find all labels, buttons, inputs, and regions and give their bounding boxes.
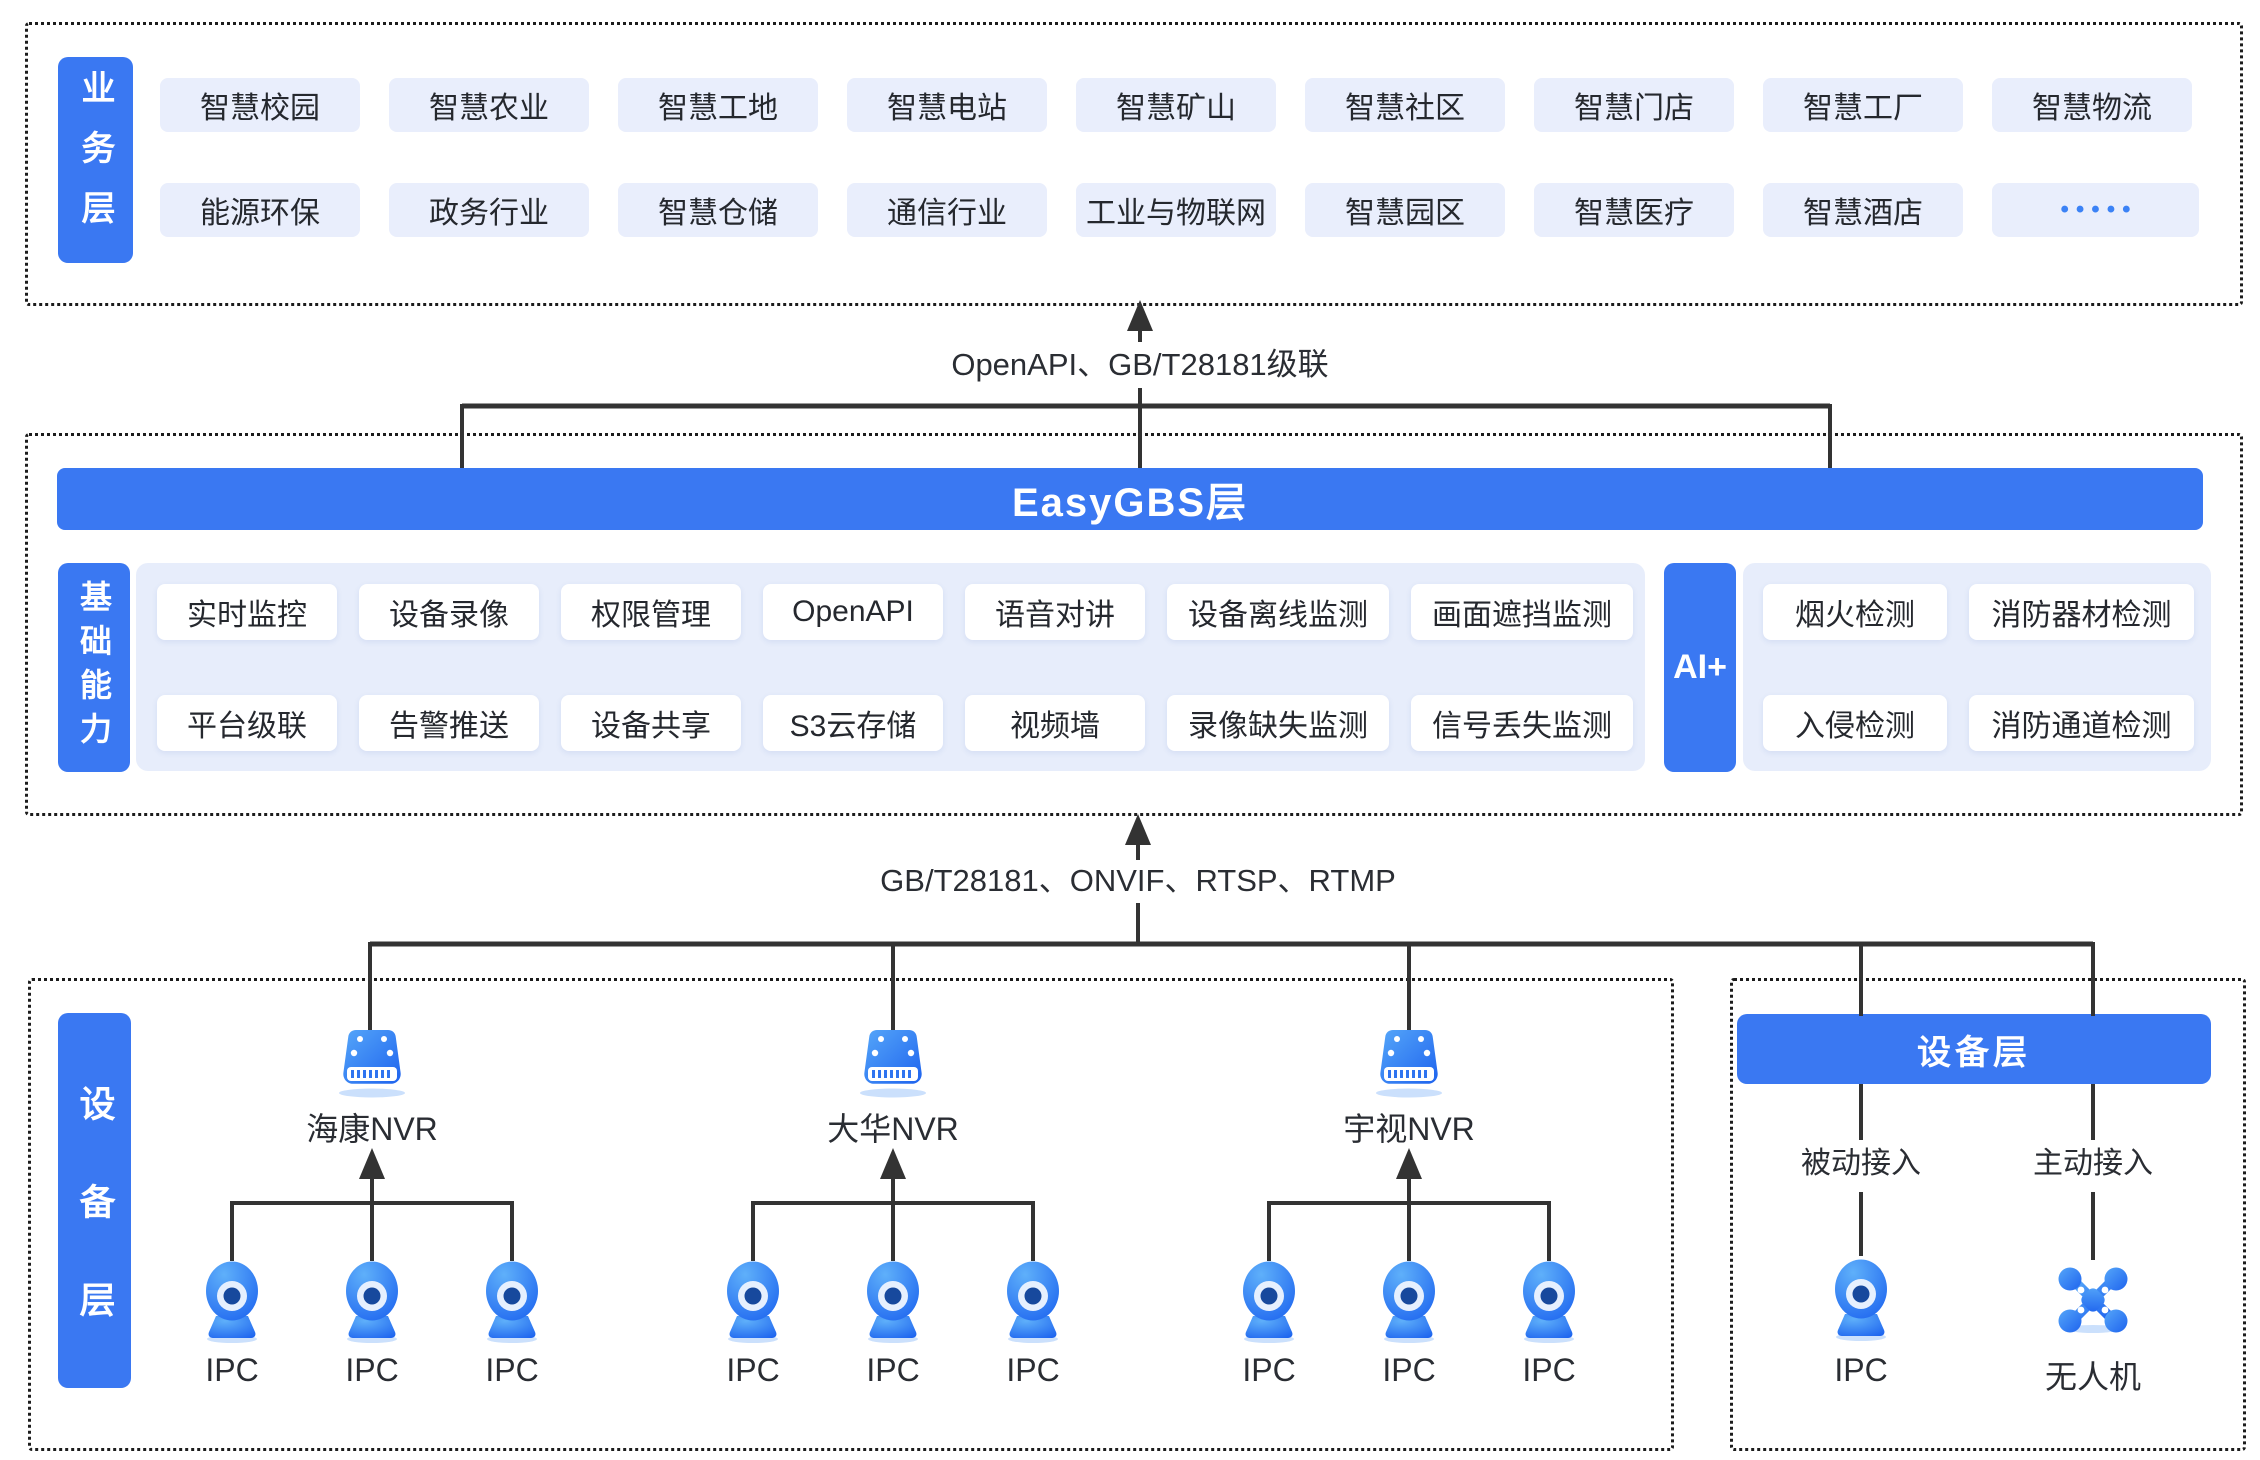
ipc-label: IPC bbox=[345, 1352, 399, 1388]
device-layer-banner: 设备层 bbox=[1737, 1014, 2211, 1084]
passive-access-label: 被动接入 bbox=[1801, 1147, 1921, 1180]
nvr-name: 大华NVR bbox=[827, 1111, 959, 1147]
business-layer-label: 业务层 bbox=[58, 57, 133, 263]
business-chip: 通信行业 bbox=[847, 183, 1047, 237]
business-layer-label-text: 业务层 bbox=[76, 70, 114, 250]
capability-chip: 录像缺失监测 bbox=[1167, 695, 1389, 751]
device-layer-label-text: 设备层 bbox=[74, 1084, 116, 1379]
webcam-icon bbox=[1829, 1258, 1893, 1342]
business-chip: 智慧物流 bbox=[1992, 78, 2192, 132]
business-chip: 政务行业 bbox=[389, 183, 589, 237]
ipc-label: IPC bbox=[205, 1352, 259, 1388]
ipc-label: IPC bbox=[726, 1352, 780, 1388]
device-layer-box-left bbox=[28, 978, 1674, 1451]
business-chip: 能源环保 bbox=[160, 183, 360, 237]
device-layer-label: 设备层 bbox=[58, 1013, 131, 1388]
device-layer-banner-text: 设备层 bbox=[1917, 1033, 2031, 1072]
business-layer-box bbox=[25, 22, 2243, 306]
capability-chip: 平台级联 bbox=[157, 695, 337, 751]
capability-chip: 设备录像 bbox=[359, 584, 539, 640]
ai-chip: 消防通道检测 bbox=[1969, 695, 2194, 751]
top-connector-label: OpenAPI、GB/T28181级联 bbox=[951, 347, 1329, 382]
ai-chip: 入侵检测 bbox=[1763, 695, 1947, 751]
nvr-recorder-icon bbox=[1367, 1028, 1451, 1098]
business-chip: 智慧校园 bbox=[160, 78, 360, 132]
device-layer-box-right bbox=[1730, 978, 2246, 1451]
drone-icon bbox=[2055, 1266, 2131, 1334]
webcam-icon bbox=[1517, 1260, 1581, 1344]
capabilities-label: 基础能力 bbox=[58, 563, 130, 772]
ai-chip: 烟火检测 bbox=[1763, 584, 1947, 640]
easygbs-banner: EasyGBS层 bbox=[57, 468, 2203, 530]
ai-plus-label: AI+ bbox=[1664, 563, 1736, 772]
ipc-label: IPC bbox=[1242, 1352, 1296, 1388]
webcam-icon bbox=[1001, 1260, 1065, 1344]
capabilities-label-text: 基础能力 bbox=[76, 579, 112, 756]
capability-row-1: 实时监控 设备录像 权限管理 OpenAPI 语音对讲 设备离线监测 画面遮挡监… bbox=[157, 584, 1633, 640]
webcam-icon bbox=[1237, 1260, 1301, 1344]
ai-row-2: 入侵检测 消防通道检测 bbox=[1763, 695, 2194, 751]
active-access-label: 主动接入 bbox=[2033, 1147, 2153, 1180]
capability-chip: 告警推送 bbox=[359, 695, 539, 751]
business-chip: 智慧矿山 bbox=[1076, 78, 1276, 132]
business-chip: 智慧社区 bbox=[1305, 78, 1505, 132]
capability-chip: 设备共享 bbox=[561, 695, 741, 751]
webcam-icon bbox=[340, 1260, 404, 1344]
business-chip: 智慧门店 bbox=[1534, 78, 1734, 132]
nvr-recorder-icon bbox=[330, 1028, 414, 1098]
business-chip: 智慧仓储 bbox=[618, 183, 818, 237]
nvr-recorder-icon bbox=[851, 1028, 935, 1098]
capability-row-2: 平台级联 告警推送 设备共享 S3云存储 视频墙 录像缺失监测 信号丢失监测 bbox=[157, 695, 1633, 751]
capability-chip: 设备离线监测 bbox=[1167, 584, 1389, 640]
ipc-label: IPC bbox=[1834, 1352, 1888, 1388]
capability-chip: 画面遮挡监测 bbox=[1411, 584, 1633, 640]
capability-chip: S3云存储 bbox=[763, 695, 943, 751]
ai-chip: 消防器材检测 bbox=[1969, 584, 2194, 640]
webcam-icon bbox=[861, 1260, 925, 1344]
business-chip: 工业与物联网 bbox=[1076, 183, 1276, 237]
ai-row-1: 烟火检测 消防器材检测 bbox=[1763, 584, 2194, 640]
capability-chip: OpenAPI bbox=[763, 584, 943, 640]
business-chip: 智慧电站 bbox=[847, 78, 1047, 132]
business-chip-row-2: 能源环保 政务行业 智慧仓储 通信行业 工业与物联网 智慧园区 智慧医疗 智慧酒… bbox=[160, 183, 2199, 237]
webcam-icon bbox=[480, 1260, 544, 1344]
ipc-label: IPC bbox=[1382, 1352, 1436, 1388]
capability-chip: 信号丢失监测 bbox=[1411, 695, 1633, 751]
nvr-name: 海康NVR bbox=[306, 1111, 438, 1147]
easygbs-banner-text: EasyGBS层 bbox=[1011, 481, 1249, 525]
business-chip: 智慧工厂 bbox=[1763, 78, 1963, 132]
webcam-icon bbox=[1377, 1260, 1441, 1344]
capability-chip: 视频墙 bbox=[965, 695, 1145, 751]
business-chip-row-1: 智慧校园 智慧农业 智慧工地 智慧电站 智慧矿山 智慧社区 智慧门店 智慧工厂 … bbox=[160, 78, 2192, 132]
ai-plus-label-text: AI+ bbox=[1673, 648, 1727, 686]
webcam-icon bbox=[200, 1260, 264, 1344]
nvr-name: 宇视NVR bbox=[1343, 1111, 1475, 1147]
capability-chip: 实时监控 bbox=[157, 584, 337, 640]
business-chip: 智慧工地 bbox=[618, 78, 818, 132]
business-chip: 智慧医疗 bbox=[1534, 183, 1734, 237]
business-chip: 智慧园区 bbox=[1305, 183, 1505, 237]
ipc-label: IPC bbox=[485, 1352, 539, 1388]
drone-label: 无人机 bbox=[2044, 1359, 2141, 1395]
ipc-label: IPC bbox=[866, 1352, 920, 1388]
more-dots-icon: ••••• bbox=[1992, 183, 2199, 237]
capability-chip: 语音对讲 bbox=[965, 584, 1145, 640]
business-chip: 智慧酒店 bbox=[1763, 183, 1963, 237]
capability-chip: 权限管理 bbox=[561, 584, 741, 640]
ipc-label: IPC bbox=[1006, 1352, 1060, 1388]
business-chip: 智慧农业 bbox=[389, 78, 589, 132]
webcam-icon bbox=[721, 1260, 785, 1344]
bottom-connector-label: GB/T28181、ONVIF、RTSP、RTMP bbox=[880, 863, 1396, 898]
ipc-label: IPC bbox=[1522, 1352, 1576, 1388]
